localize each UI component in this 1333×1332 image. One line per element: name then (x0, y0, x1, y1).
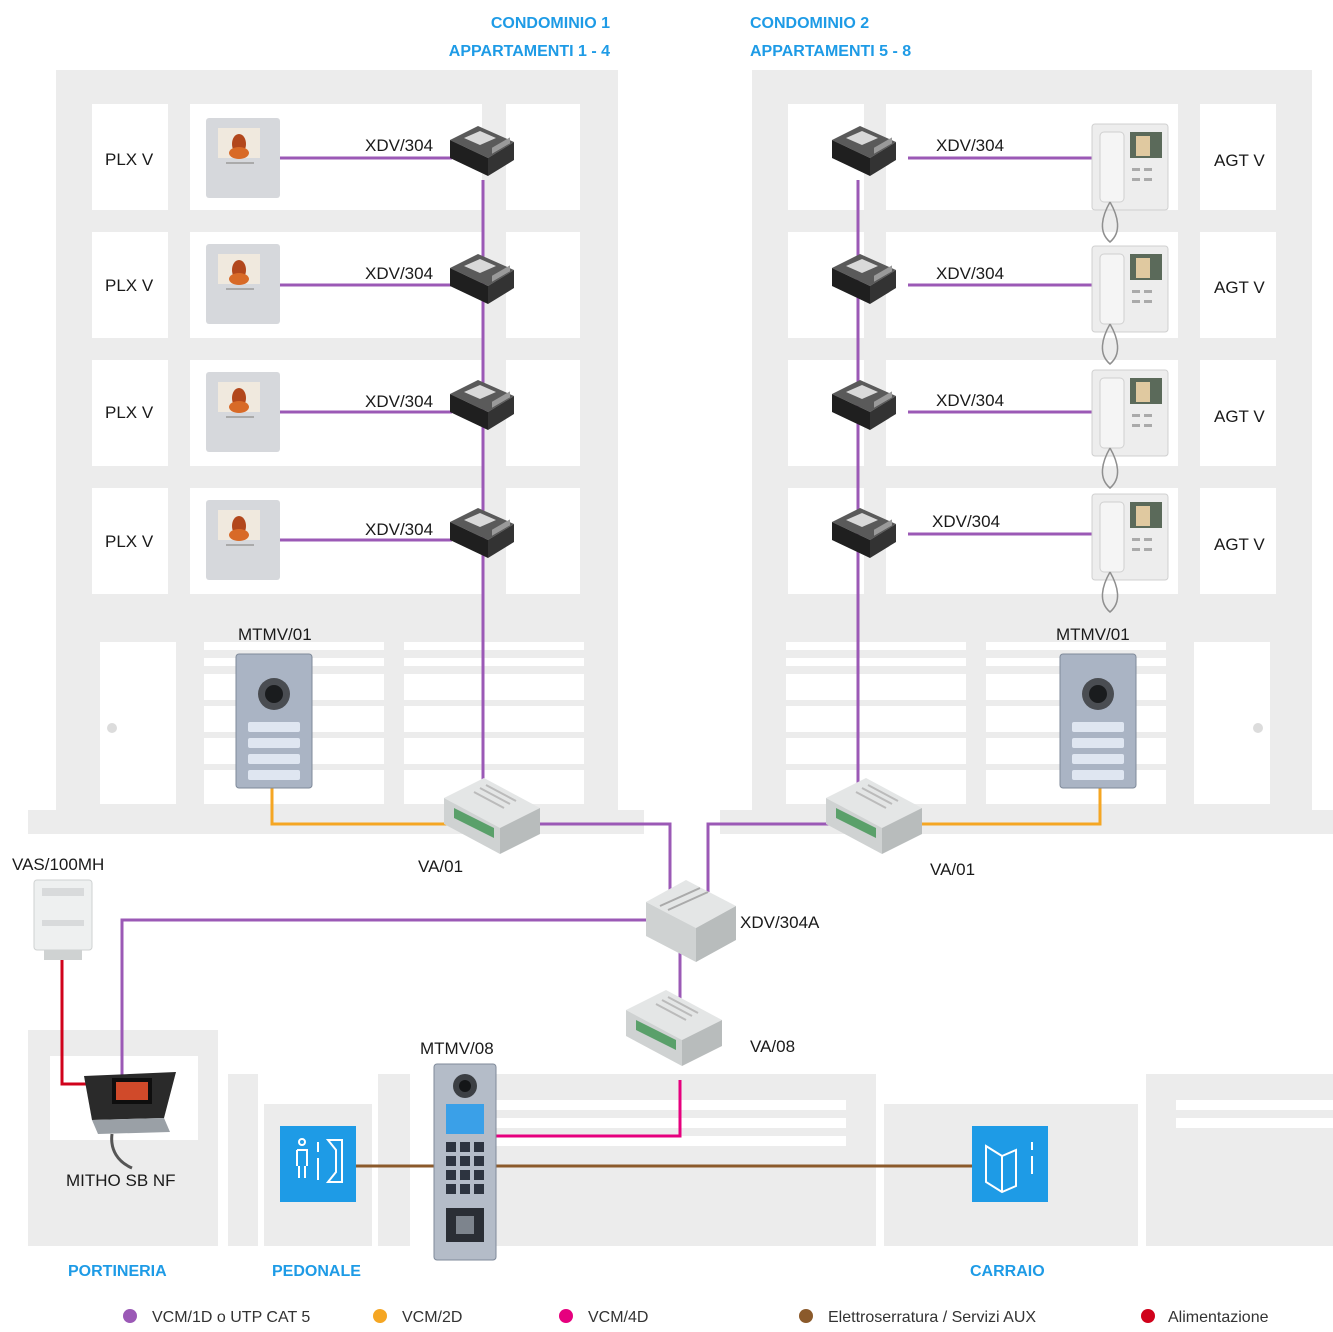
mtmv01-panel-1 (235, 653, 313, 789)
legend: VCM/1D o UTP CAT 5 VCM/2D VCM/4D Elettro… (123, 1309, 1269, 1326)
xdv304-label: XDV/304 (936, 136, 1004, 155)
mtmv01-label: MTMV/01 (238, 625, 312, 644)
agt-label: AGT V (1214, 278, 1265, 297)
mtmv08-label: MTMV/08 (420, 1039, 494, 1058)
xdv304-label: XDV/304 (365, 520, 433, 539)
va08-amplifier (625, 989, 723, 1067)
ground-structures (28, 1030, 1333, 1246)
agt-label: AGT V (1214, 535, 1265, 554)
mitho-console (84, 1072, 176, 1170)
legend-label: VCM/4D (588, 1309, 648, 1326)
condo2-title: CONDOMINIO 2 (750, 15, 869, 32)
xdv304a-distributor (646, 880, 736, 962)
va08-label: VA/08 (750, 1037, 795, 1056)
xdv304-label: XDV/304 (365, 136, 433, 155)
condo1-subtitle: APPARTAMENTI 1 - 4 (449, 43, 610, 60)
legend-label: Alimentazione (1168, 1309, 1269, 1326)
va01-label: VA/01 (418, 857, 463, 876)
vehicle-gate-icon (972, 1126, 1048, 1202)
legend-dot-lock (799, 1309, 813, 1323)
plx-label: PLX V (105, 150, 154, 169)
legend-dot-power (1141, 1309, 1155, 1323)
xdv304-label: XDV/304 (936, 264, 1004, 283)
building-2 (720, 70, 1333, 834)
mtmv01-label: MTMV/01 (1056, 625, 1130, 644)
agt-label: AGT V (1214, 151, 1265, 170)
zone-pedonale: PEDONALE (272, 1263, 361, 1280)
xdv304-label: XDV/304 (365, 392, 433, 411)
mtmv08-panel (433, 1063, 497, 1261)
mtmv01-panel-2 (1059, 653, 1137, 789)
door-2 (1194, 642, 1270, 804)
vas100mh-label: VAS/100MH (12, 855, 104, 874)
legend-dot-video (123, 1309, 137, 1323)
condo2-subtitle: APPARTAMENTI 5 - 8 (750, 43, 911, 60)
door-1 (100, 642, 176, 804)
xdv304-label: XDV/304 (936, 391, 1004, 410)
building-1 (28, 70, 644, 834)
condo1-title: CONDOMINIO 1 (491, 15, 610, 32)
va01-label: VA/01 (930, 860, 975, 879)
plx-label: PLX V (105, 403, 154, 422)
vas100mh-power-supply (33, 879, 93, 960)
legend-label: VCM/1D o UTP CAT 5 (152, 1309, 310, 1326)
wires (60, 156, 1102, 1168)
legend-dot-audio (373, 1309, 387, 1323)
xdv304-label: XDV/304 (365, 264, 433, 283)
xdv304a-label: XDV/304A (740, 913, 820, 932)
pedestrian-lock-icon (280, 1126, 356, 1202)
plx-label: PLX V (105, 532, 154, 551)
plx-label: PLX V (105, 276, 154, 295)
xdv304-label: XDV/304 (932, 512, 1000, 531)
legend-dot-vcm4d (559, 1309, 573, 1323)
agt-label: AGT V (1214, 407, 1265, 426)
zone-carraio: CARRAIO (970, 1263, 1045, 1280)
mitho-label: MITHO SB NF (66, 1171, 176, 1190)
zone-portineria: PORTINERIA (68, 1263, 167, 1280)
legend-label: Elettroserratura / Servizi AUX (828, 1309, 1036, 1326)
legend-label: VCM/2D (402, 1309, 462, 1326)
